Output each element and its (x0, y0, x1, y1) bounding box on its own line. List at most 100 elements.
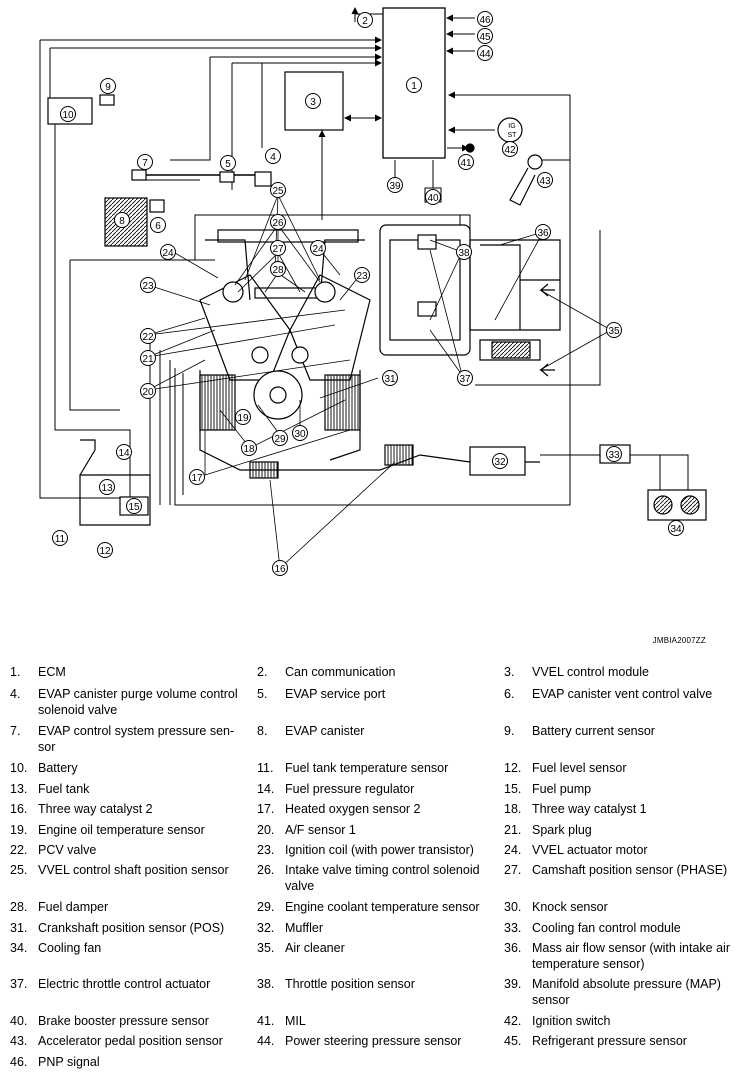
svg-text:26: 26 (272, 218, 284, 229)
callout-33: 33 (606, 446, 622, 462)
catalyst-2-left (249, 461, 279, 479)
callout-41: 41 (458, 154, 474, 170)
legend-num: 1. (10, 665, 21, 679)
svg-text:42: 42 (504, 145, 516, 156)
legend-num: 7. (10, 724, 21, 738)
legend-label: Accelerator pedal position sensor (38, 1034, 223, 1048)
callout-7: 7 (137, 154, 153, 170)
svg-text:24: 24 (162, 248, 174, 259)
callout-32: 32 (492, 453, 508, 469)
callout-45: 45 (477, 28, 493, 44)
vent-valve (149, 199, 165, 213)
legend-num: 44. (257, 1034, 275, 1048)
callout-23-right: 23 (354, 267, 370, 283)
legend-label: Throttle position sensor (285, 977, 415, 991)
svg-text:20: 20 (142, 387, 154, 398)
svg-text:9: 9 (105, 82, 111, 93)
callout-46: 46 (477, 11, 493, 27)
battery-sensor (99, 94, 115, 106)
legend-num: 33. (504, 921, 522, 935)
legend-num: 32. (257, 921, 275, 935)
svg-text:46: 46 (479, 15, 491, 26)
ignition-ig-label: IG (508, 123, 515, 130)
legend-label: Knock sensor (532, 900, 608, 914)
legend-num: 28. (10, 900, 28, 914)
legend-num: 27. (504, 863, 522, 877)
callout-12: 12 (97, 542, 113, 558)
legend-label: Battery current sensor (532, 724, 655, 738)
callout-23-left: 23 (140, 277, 156, 293)
callout-14: 14 (116, 444, 132, 460)
legend-num: 35. (257, 941, 275, 955)
catalyst-1-right (324, 374, 361, 431)
legend-label: MIL (285, 1014, 306, 1028)
svg-text:36: 36 (537, 228, 549, 239)
legend-label: Crankshaft position sensor (POS) (38, 921, 225, 935)
legend-label: Muffler (285, 921, 323, 935)
callout-43: 43 (537, 172, 553, 188)
legend-num: 41. (257, 1014, 275, 1028)
callout-10: 10 (60, 106, 76, 122)
legend-label: VVEL control shaft position sensor (38, 863, 229, 877)
legend-label: Fuel tank (38, 782, 90, 796)
callout-13: 13 (99, 479, 115, 495)
svg-text:11: 11 (55, 534, 66, 545)
legend-num: 23. (257, 843, 275, 857)
legend-label: Refrigerant pressure sensor (532, 1034, 687, 1048)
callout-30: 30 (292, 425, 308, 441)
pressure-sensor (131, 169, 147, 181)
wiring (39, 7, 689, 506)
callout-24-right: 24 (310, 240, 326, 256)
legend-label: ECM (38, 665, 66, 679)
ecm-box (382, 7, 446, 159)
crank-pulley (253, 370, 303, 420)
legend-label: EVAP canister purge volume control solen… (38, 687, 238, 717)
legend-num: 20. (257, 823, 275, 837)
callout-19: 19 (235, 409, 251, 425)
callouts: 1 2 3 4 5 6 7 8 9 10 11 12 13 14 15 16 1… (52, 11, 684, 576)
legend-label: EVAP service port (285, 687, 386, 701)
legend-num: 19. (10, 823, 28, 837)
svg-text:28: 28 (272, 265, 284, 276)
legend-num: 18. (504, 802, 522, 816)
legend-num: 3. (504, 665, 515, 679)
svg-text:32: 32 (494, 457, 506, 468)
catalyst-1-left (199, 374, 236, 431)
svg-text:2: 2 (362, 16, 368, 27)
legend-num: 2. (257, 665, 268, 679)
service-port (219, 171, 235, 183)
callout-9: 9 (100, 78, 116, 94)
legend-label: Engine coolant temperature sensor (285, 900, 480, 914)
callout-40: 40 (425, 189, 441, 205)
callout-44: 44 (477, 45, 493, 61)
legend-num: 24. (504, 843, 522, 857)
callout-8: 8 (114, 212, 130, 228)
legend-num: 34. (10, 941, 28, 955)
svg-text:19: 19 (237, 413, 249, 424)
legend-num: 10. (10, 761, 28, 775)
svg-text:45: 45 (479, 32, 491, 43)
accelerator-sensor (527, 154, 543, 170)
svg-text:27: 27 (272, 244, 284, 255)
legend-label: Electric throttle control actuator (38, 977, 211, 991)
legend-label: EVAP canister (285, 724, 365, 738)
svg-text:33: 33 (608, 450, 620, 461)
callout-11: 11 (52, 530, 68, 546)
legend-label: Fuel pressure regulator (285, 782, 415, 796)
ignition-switch-labels: IG ST (508, 123, 518, 139)
svg-text:23: 23 (142, 281, 154, 292)
svg-text:41: 41 (460, 158, 472, 169)
legend-num: 8. (257, 724, 268, 738)
svg-text:37: 37 (459, 374, 471, 385)
callout-17: 17 (189, 469, 205, 485)
svg-text:6: 6 (155, 221, 161, 232)
legend-num: 37. (10, 977, 28, 991)
svg-text:44: 44 (479, 49, 491, 60)
legend-label: Can communication (285, 665, 396, 679)
vvel-module-box (284, 71, 344, 131)
callout-20: 20 (140, 383, 156, 399)
callout-29: 29 (272, 430, 288, 446)
legend-num: 42. (504, 1014, 522, 1028)
legend-label: PNP signal (38, 1055, 100, 1069)
svg-text:14: 14 (118, 448, 130, 459)
